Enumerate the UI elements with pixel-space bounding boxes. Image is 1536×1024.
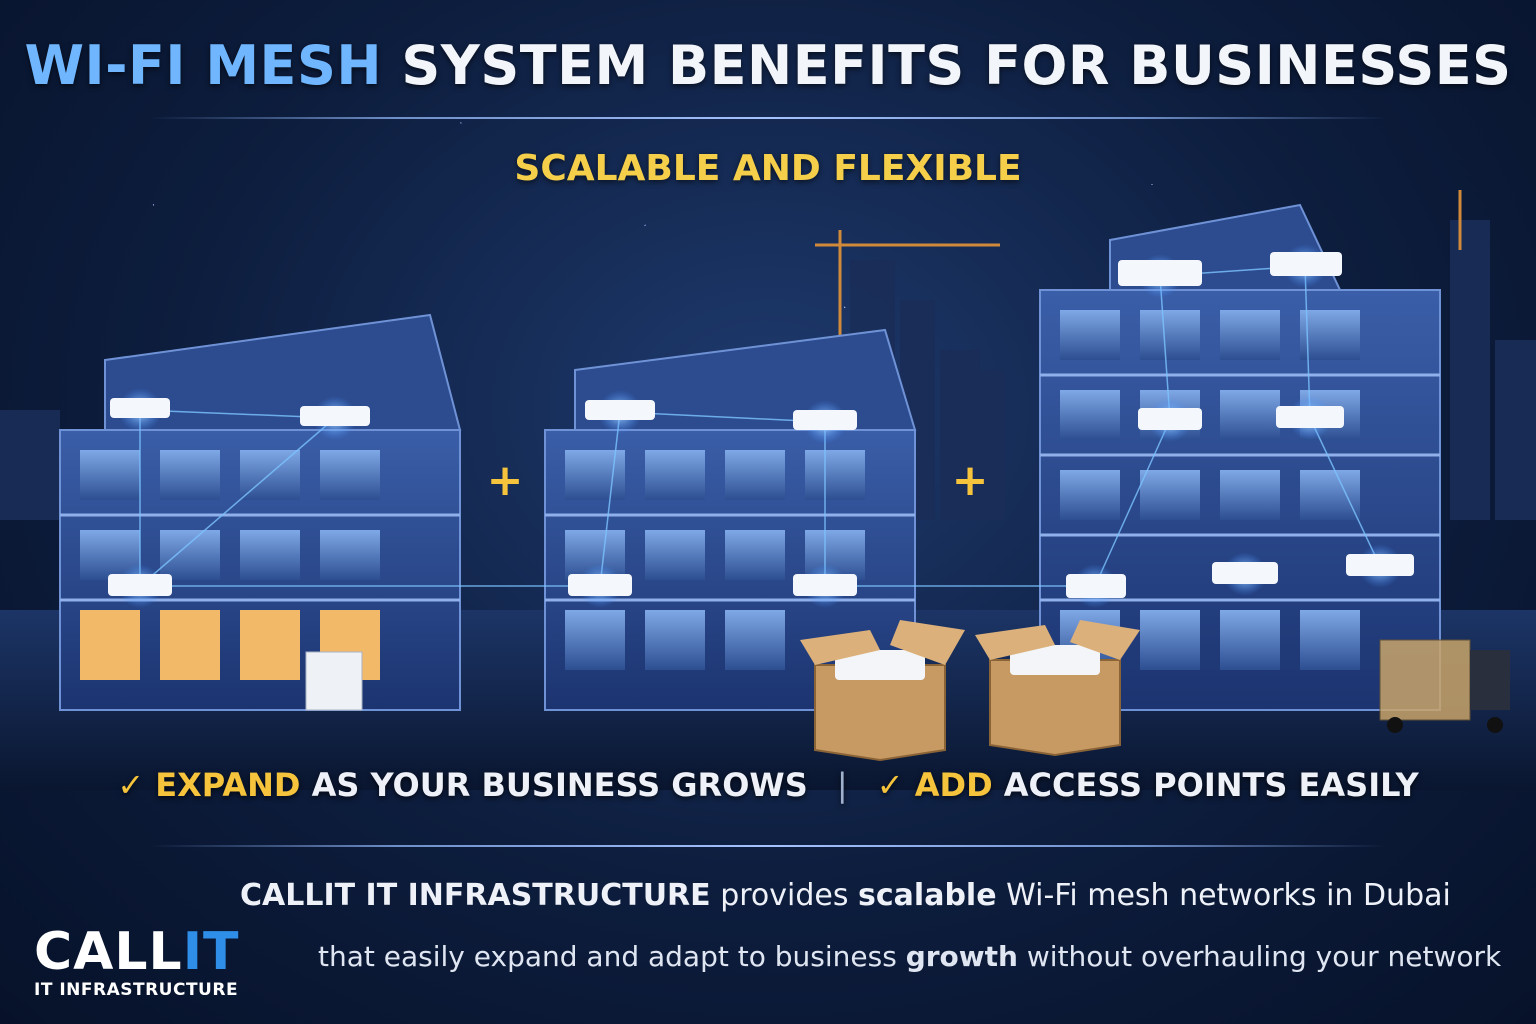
description-line-1: CALLIT IT INFRASTRUCTURE provides scalab… [240,878,1451,913]
page-title: WI-FI MESH SYSTEM BENEFITS FOR BUSINESSE… [0,34,1536,97]
benefit-text: AS YOUR BUSINESS GROWS [311,766,808,804]
building-icon [59,313,462,711]
content-divider [150,845,1386,847]
check-icon: ✓ [117,766,145,804]
plus-icon: + [952,455,989,506]
plus-icon: + [487,455,524,506]
title-rest: SYSTEM BENEFITS FOR BUSINESSES [401,34,1512,97]
benefit-add: ✓ ADD ACCESS POINTS EASILY [877,766,1419,804]
benefit-highlight: ADD [914,766,993,804]
logo-wordmark-b: IT [182,922,240,982]
box-icon [800,620,965,762]
logo-subtext: IT INFRASTRUCTURE [34,980,239,1000]
title-divider [150,117,1386,119]
benefit-highlight: EXPAND [155,766,301,804]
benefits-row: ✓ EXPAND AS YOUR BUSINESS GROWS | ✓ ADD … [0,766,1536,804]
description-bold: scalable [858,878,997,913]
mesh-scene-illustration: + + [0,190,1536,790]
logo-wordmark: CALLIT [34,926,284,978]
router-icon [108,244,1414,608]
title-accent: WI-FI MESH [24,34,383,97]
check-icon: ✓ [876,766,904,804]
box-icon [975,620,1140,757]
logo-wordmark-a: CALL [34,922,183,982]
mesh-links [139,265,1381,587]
city-skyline [0,220,1536,520]
description-bold: growth [905,940,1018,973]
description-brand: CALLIT IT INFRASTRUCTURE [240,878,711,913]
subtitle: SCALABLE AND FLEXIBLE [514,148,1022,189]
appliance-icon [305,651,363,711]
description-text: Wi-Fi mesh networks in Dubai [1006,878,1451,913]
callit-logo: CALLIT IT INFRASTRUCTURE [34,926,284,1000]
delivery-cart-icon [1379,639,1510,733]
description-text: without overhauling your network [1026,940,1502,973]
description-line-2: that easily expand and adapt to business… [318,940,1501,973]
benefit-text: ACCESS POINTS EASILY [1003,766,1419,804]
description-text: that easily expand and adapt to business [318,940,897,973]
benefit-separator: | [836,766,848,804]
benefit-expand: ✓ EXPAND AS YOUR BUSINESS GROWS [117,766,819,804]
description-text: provides [720,878,849,913]
